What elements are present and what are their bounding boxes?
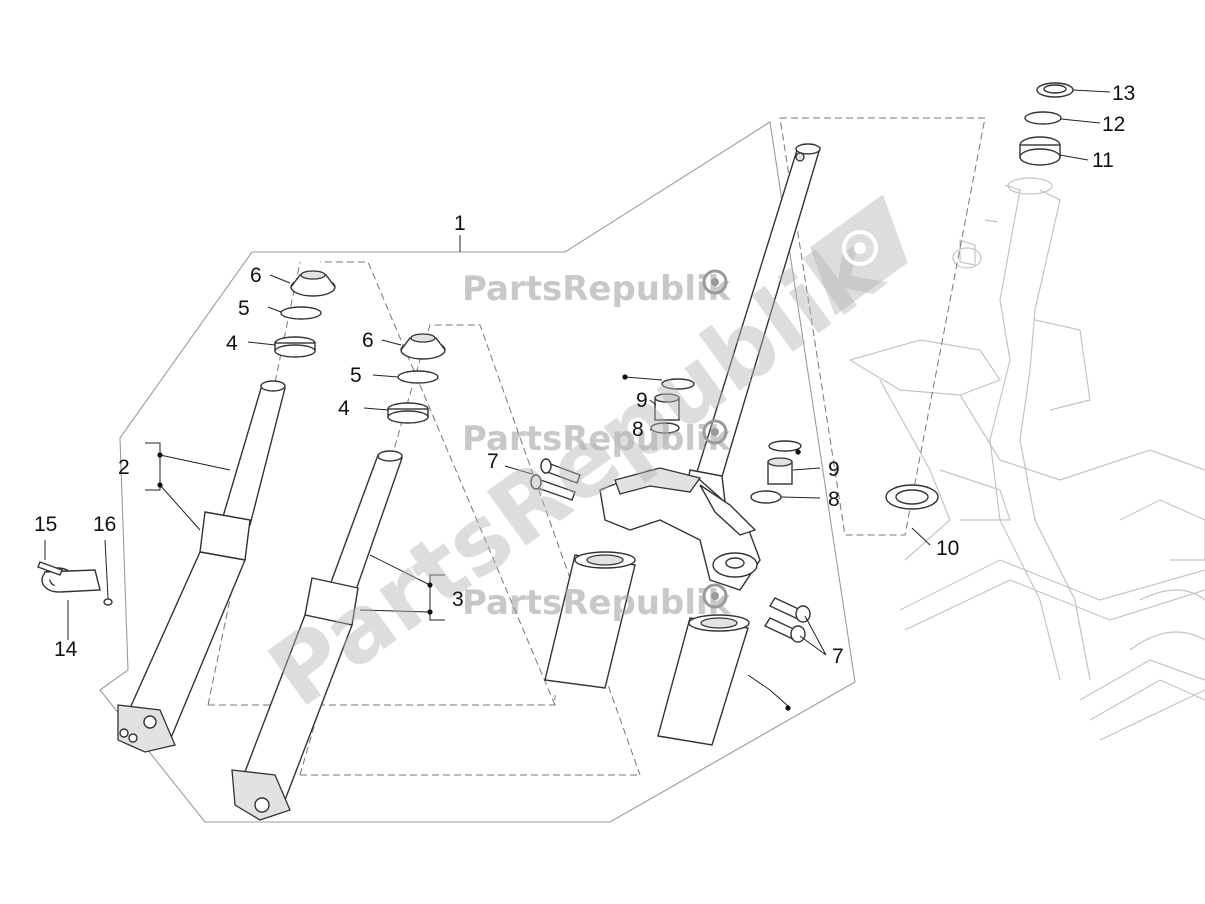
watermark-small-3: PartsRepublik xyxy=(462,583,732,623)
callout-2: 2 xyxy=(118,456,130,479)
gear-icon xyxy=(810,194,908,316)
fork-leg-left xyxy=(117,380,286,753)
callout-10: 10 xyxy=(936,537,959,560)
callout-11: 11 xyxy=(1092,149,1114,172)
bearing-11 xyxy=(1019,136,1061,166)
scooter-frame-outline xyxy=(848,177,1205,741)
ring-nut-13 xyxy=(1036,82,1074,98)
ring-12 xyxy=(1024,111,1062,125)
seal-10 xyxy=(885,484,939,510)
callout-5a: 5 xyxy=(238,297,250,320)
callout-13: 13 xyxy=(1112,82,1135,105)
callout-9a: 9 xyxy=(636,389,648,412)
gear-icon xyxy=(702,269,728,295)
bolt-7-bottom xyxy=(763,597,811,643)
callout-14: 14 xyxy=(54,638,78,661)
callout-15: 15 xyxy=(34,513,57,536)
callout-8a: 8 xyxy=(632,418,644,441)
screw-15 xyxy=(37,561,63,576)
svg-text:PartsRepublik: PartsRepublik xyxy=(462,269,732,309)
callout-8b: 8 xyxy=(828,488,840,511)
gear-icon xyxy=(702,583,728,609)
svg-text:PartsRepublik: PartsRepublik xyxy=(462,583,732,623)
leader-lines xyxy=(44,89,1111,707)
bush-9-lower xyxy=(750,440,802,504)
callout-6a: 6 xyxy=(250,264,262,287)
gear-icon xyxy=(702,419,728,445)
callout-12: 12 xyxy=(1102,113,1125,136)
callout-3: 3 xyxy=(452,588,464,611)
callout-7b: 7 xyxy=(832,645,844,668)
callout-16: 16 xyxy=(93,513,116,536)
svg-text:PartsRepublik: PartsRepublik xyxy=(462,419,732,459)
cap-stack-right xyxy=(387,333,446,424)
dust-cover-right xyxy=(657,614,750,746)
assembly-1-outline xyxy=(99,121,856,823)
bolt-7-top xyxy=(530,458,581,501)
watermark-small-2: PartsRepublik xyxy=(462,419,732,459)
cap-stack-left xyxy=(274,270,336,358)
nut-16 xyxy=(103,598,113,606)
callout-7a: 7 xyxy=(487,450,499,473)
fork-crown xyxy=(599,467,761,591)
callout-1: 1 xyxy=(454,212,466,235)
fork-leg-right xyxy=(231,450,403,821)
callout-9b: 9 xyxy=(828,458,840,481)
callout-6b: 6 xyxy=(362,329,374,352)
callout-5b: 5 xyxy=(350,364,362,387)
callout-labels: 1 2 3 6 5 4 6 5 4 7 7 9 8 9 8 10 11 12 1… xyxy=(34,82,1135,668)
clamp-14 xyxy=(41,567,101,593)
callout-4a: 4 xyxy=(226,332,238,355)
dust-cover-left xyxy=(544,551,636,689)
steering-dashed-box xyxy=(779,117,986,536)
watermark-small-1: PartsRepublik xyxy=(462,269,732,309)
callout-4b: 4 xyxy=(338,397,350,420)
reference-dots xyxy=(157,374,801,711)
bush-9-upper xyxy=(650,378,695,434)
